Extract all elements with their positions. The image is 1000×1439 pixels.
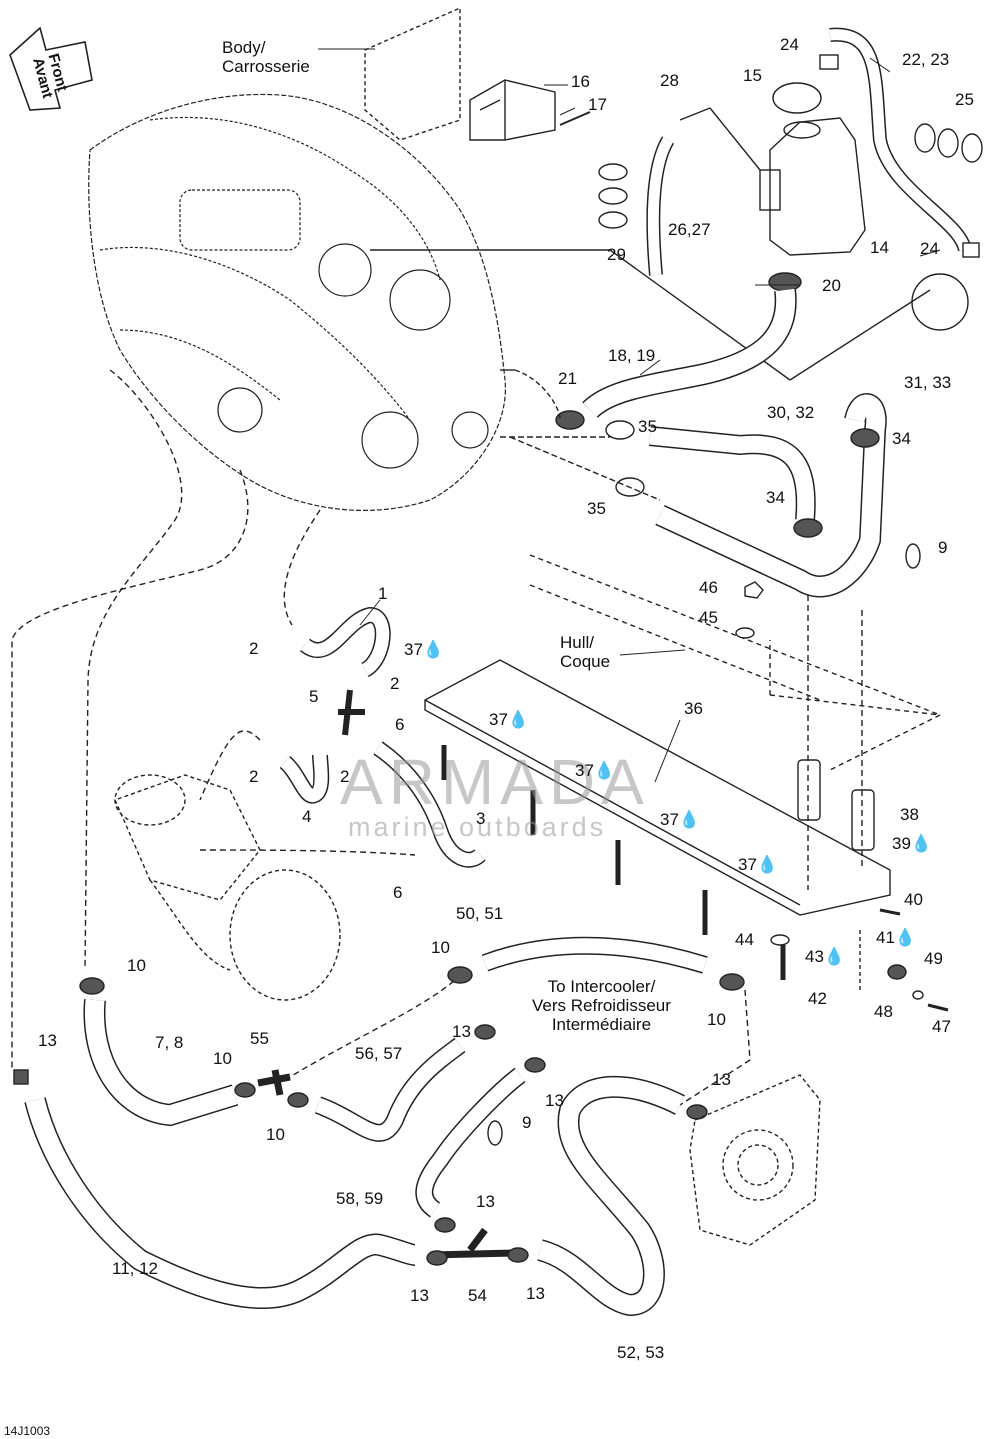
callout: 28 xyxy=(660,71,679,90)
figure-code: 14J1003 xyxy=(4,1424,51,1438)
cap-part-15 xyxy=(772,82,822,114)
callout: 36 xyxy=(684,699,703,718)
callout: 31, 33 xyxy=(904,373,952,392)
callout: 10 xyxy=(431,938,450,957)
hull-note: Hull/Coque xyxy=(560,633,611,671)
callout: 49 xyxy=(924,949,943,968)
callout: 45 xyxy=(699,608,718,627)
callout: 26,27 xyxy=(668,220,711,239)
callout: 54 xyxy=(468,1286,487,1305)
clamp-part-20 xyxy=(768,272,802,292)
callout: 2 xyxy=(249,639,259,658)
callout: 52, 53 xyxy=(617,1343,665,1362)
callout: 41 xyxy=(876,929,916,947)
bracket-part-16 xyxy=(469,79,556,141)
callout: 2 xyxy=(390,674,400,693)
callout: 13 xyxy=(526,1284,545,1303)
callout: 9 xyxy=(938,538,948,557)
coolant-tank-part-14 xyxy=(759,117,866,256)
callout: 58, 59 xyxy=(336,1189,384,1208)
callout: 4 xyxy=(302,807,312,826)
clamp-part-9-upper xyxy=(905,543,921,569)
clamp-part-29 xyxy=(598,163,628,229)
callout: 10 xyxy=(213,1049,232,1068)
callout: 9 xyxy=(522,1113,532,1132)
callout: 2 xyxy=(249,767,259,786)
callout: 24 xyxy=(920,239,939,258)
callout: 43 xyxy=(805,948,845,966)
callout: 20 xyxy=(822,276,841,295)
callout: 18, 19 xyxy=(608,346,656,365)
callout: 13 xyxy=(38,1031,57,1050)
callout: 13 xyxy=(452,1022,471,1041)
callout: 40 xyxy=(904,890,923,909)
callout: 37 xyxy=(575,762,615,780)
callout: 7, 8 xyxy=(155,1033,184,1052)
callout: 6 xyxy=(393,883,403,902)
callout: 25 xyxy=(955,90,974,109)
engine-block xyxy=(88,93,506,512)
callout: 10 xyxy=(127,956,146,975)
callout: 50, 51 xyxy=(456,904,504,923)
callout: 42 xyxy=(808,989,827,1008)
callout: 37 xyxy=(738,856,778,874)
callout: 10 xyxy=(266,1125,285,1144)
body-panel xyxy=(364,6,461,141)
callout: 2 xyxy=(340,767,350,786)
callout: 16 xyxy=(571,72,590,91)
callout: 35 xyxy=(587,499,606,518)
callout: 35 xyxy=(638,417,657,436)
callout: 48 xyxy=(874,1002,893,1021)
callout: 37 xyxy=(489,711,529,729)
watermark-tagline: marine outboards xyxy=(348,812,607,842)
callout: 34 xyxy=(892,429,911,448)
callout: 34 xyxy=(766,488,785,507)
callout: 37 xyxy=(660,811,700,829)
clamp-part-25 xyxy=(914,123,983,163)
intercooler-plate xyxy=(689,1074,821,1246)
callout: 10 xyxy=(707,1010,726,1029)
callout: 55 xyxy=(250,1029,269,1048)
callout: 38 xyxy=(900,805,919,824)
callout: 13 xyxy=(712,1070,731,1089)
callout: 13 xyxy=(476,1192,495,1211)
callout: 13 xyxy=(545,1091,564,1110)
body-note: Body/Carrosserie xyxy=(222,38,310,76)
callout: 13 xyxy=(410,1286,429,1305)
clamp-part-9-lower xyxy=(487,1120,503,1146)
callout: 5 xyxy=(309,687,319,706)
callout: 17 xyxy=(588,95,607,114)
callout: 11, 12 xyxy=(112,1259,159,1278)
callout: 22, 23 xyxy=(902,50,950,69)
callout: 3 xyxy=(476,809,486,828)
front-arrow-icon xyxy=(9,26,93,111)
callout: 37 xyxy=(404,641,444,659)
intercooler-unit xyxy=(114,774,341,1001)
callout: 44 xyxy=(735,930,754,949)
hull-outline xyxy=(529,554,941,771)
callout: 1 xyxy=(378,584,388,603)
callout: 46 xyxy=(699,578,718,597)
callout: 21 xyxy=(558,369,577,388)
callout: 29 xyxy=(607,245,626,264)
callout: 14 xyxy=(870,238,889,257)
watermark-brand: ARMADA xyxy=(340,746,650,818)
callout: 56, 57 xyxy=(355,1044,403,1063)
callout: 15 xyxy=(743,66,762,85)
callout: 47 xyxy=(932,1017,951,1036)
callout: 39 xyxy=(892,835,932,853)
callout: 24 xyxy=(780,35,799,54)
callout: 30, 32 xyxy=(767,403,815,422)
bolts xyxy=(441,745,786,980)
callout: 6 xyxy=(395,715,405,734)
